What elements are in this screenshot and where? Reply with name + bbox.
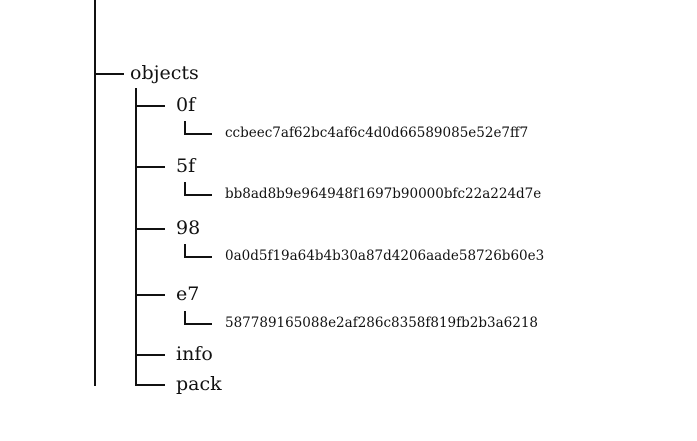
object-hash-98: 0a0d5f19a64b4b30a87d4206aade58726b60e3 — [225, 248, 545, 264]
folder-info: info — [176, 343, 213, 365]
object-hash-e7: 587789165088e2af286c8358f819fb2b3a6218 — [225, 315, 539, 331]
folder-5f-connector — [135, 166, 165, 168]
hash-e7-elbow-v — [184, 311, 186, 325]
folder-5f: 5f — [176, 155, 196, 177]
folder-0f-connector — [135, 105, 165, 107]
object-hash-0f: ccbeec7af62bc4af6c4d0d66589085e52e7ff7 — [225, 125, 529, 141]
hash-98-elbow-h — [184, 256, 212, 258]
folder-info-connector — [135, 354, 165, 356]
objects-children-line — [135, 88, 137, 386]
folder-pack-connector — [135, 384, 165, 386]
tree-trunk-line — [94, 0, 96, 386]
hash-0f-elbow-h — [184, 133, 212, 135]
hash-0f-elbow-v — [184, 121, 186, 135]
folder-0f: 0f — [176, 94, 196, 116]
folder-pack: pack — [176, 373, 222, 395]
hash-5f-elbow-h — [184, 194, 212, 196]
object-hash-5f: bb8ad8b9e964948f1697b90000bfc22a224d7e — [225, 186, 542, 202]
hash-98-elbow-v — [184, 244, 186, 258]
folder-98-connector — [135, 228, 165, 230]
folder-e7: e7 — [176, 283, 200, 305]
folder-e7-connector — [135, 294, 165, 296]
folder-98: 98 — [176, 217, 201, 239]
hash-e7-elbow-h — [184, 323, 212, 325]
objects-connector — [94, 73, 124, 75]
hash-5f-elbow-v — [184, 182, 186, 196]
folder-objects: objects — [130, 62, 199, 84]
